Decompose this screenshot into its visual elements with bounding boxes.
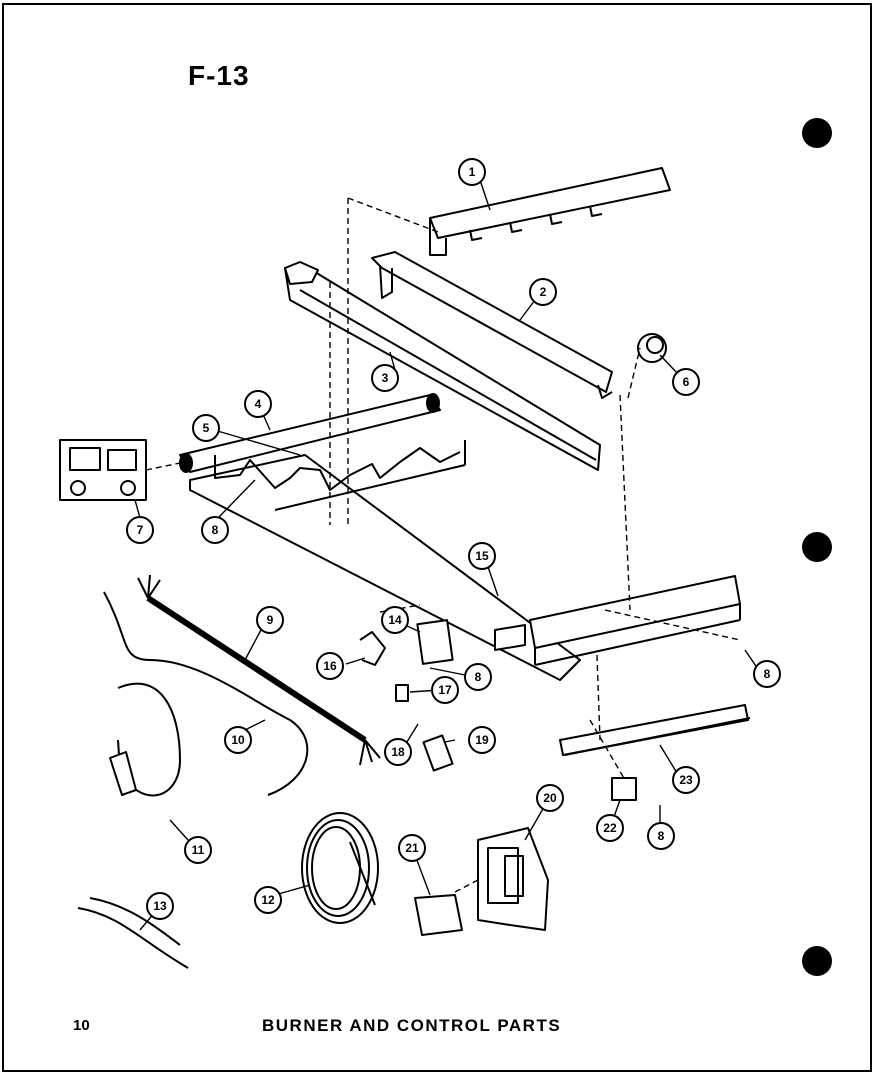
binder-hole [802, 946, 832, 976]
part-burner-box [189, 440, 581, 681]
part-jumper-wire [77, 907, 189, 969]
part-bracket-plate [416, 619, 454, 665]
part-small-bracket [611, 777, 637, 801]
svg-text:8: 8 [764, 667, 771, 681]
diagram-caption: BURNER AND CONTROL PARTS [262, 1016, 562, 1035]
part-gas-valve [59, 439, 147, 501]
svg-text:18: 18 [391, 745, 405, 759]
svg-text:12: 12 [261, 893, 275, 907]
svg-text:3: 3 [382, 371, 389, 385]
callout-19: 19 [468, 726, 496, 754]
callout-2: 2 [529, 278, 557, 306]
svg-text:9: 9 [267, 613, 274, 627]
svg-text:5: 5 [203, 421, 210, 435]
part-tubing-coil [301, 812, 379, 924]
part-burner-tube [284, 261, 601, 471]
svg-text:16: 16 [323, 659, 337, 673]
callout-6: 6 [672, 368, 700, 396]
callout-8c: 8 [753, 660, 781, 688]
svg-text:21: 21 [405, 841, 419, 855]
part-wire-harness [137, 574, 381, 766]
callout-7: 7 [126, 516, 154, 544]
svg-text:13: 13 [153, 899, 167, 913]
callout-11: 11 [184, 836, 212, 864]
part-burner-shield [371, 251, 613, 399]
svg-text:22: 22 [603, 821, 617, 835]
svg-text:8: 8 [475, 670, 482, 684]
callout-10: 10 [224, 726, 252, 754]
part-clamp [359, 631, 386, 666]
callout-13: 13 [146, 892, 174, 920]
svg-text:1: 1 [469, 165, 476, 179]
callout-23: 23 [672, 766, 700, 794]
callout-1: 1 [458, 158, 486, 186]
part-ground-wire [103, 591, 309, 796]
callout-8b: 8 [464, 663, 492, 691]
svg-text:20: 20 [543, 791, 557, 805]
callout-16: 16 [316, 652, 344, 680]
svg-text:11: 11 [192, 843, 205, 857]
svg-text:10: 10 [231, 733, 245, 747]
callouts: 1 2 3 4 5 6 7 8 8 8 8 8 9 10 11 12 13 14… [0, 0, 781, 920]
callout-21: 21 [398, 834, 426, 862]
svg-text:14: 14 [388, 613, 402, 627]
part-relay [414, 894, 463, 936]
svg-text:23: 23 [679, 773, 693, 787]
callout-8d: 8 [647, 822, 675, 850]
callout-9: 9 [256, 606, 284, 634]
part-spacer [395, 684, 409, 702]
callout-5: 5 [192, 414, 220, 442]
svg-text:8: 8 [658, 829, 665, 843]
part-front-panel [494, 575, 741, 666]
page-border [2, 3, 872, 1072]
callout-12: 12 [254, 886, 282, 914]
page-number: 10 [73, 1017, 90, 1034]
svg-text:17: 17 [438, 683, 452, 697]
part-control-board [477, 827, 549, 931]
callout-14: 14 [381, 606, 409, 634]
part-orifice-cap [637, 333, 667, 363]
callout-15: 15 [468, 542, 496, 570]
callout-18: 18 [384, 738, 412, 766]
binder-hole [802, 118, 832, 148]
callout-8a: 8 [201, 516, 229, 544]
svg-text:4: 4 [255, 397, 262, 411]
callout-8e: 8 [0, 0, 4, 3]
svg-text:15: 15 [475, 549, 489, 563]
callout-4: 4 [244, 390, 272, 418]
part-mounting-rail [559, 704, 751, 756]
part-manifold-pipe [179, 393, 441, 473]
figure-label: F-13 [188, 60, 250, 91]
binder-hole [802, 532, 832, 562]
callout-17: 17 [431, 676, 459, 704]
svg-text:6: 6 [683, 375, 690, 389]
svg-text:8: 8 [212, 523, 219, 537]
callout-3: 3 [371, 364, 399, 392]
callout-20: 20 [536, 784, 564, 812]
svg-text:19: 19 [475, 733, 489, 747]
svg-text:2: 2 [540, 285, 547, 299]
svg-text:7: 7 [137, 523, 144, 537]
callout-22: 22 [596, 814, 624, 842]
part-sensor [422, 734, 454, 772]
